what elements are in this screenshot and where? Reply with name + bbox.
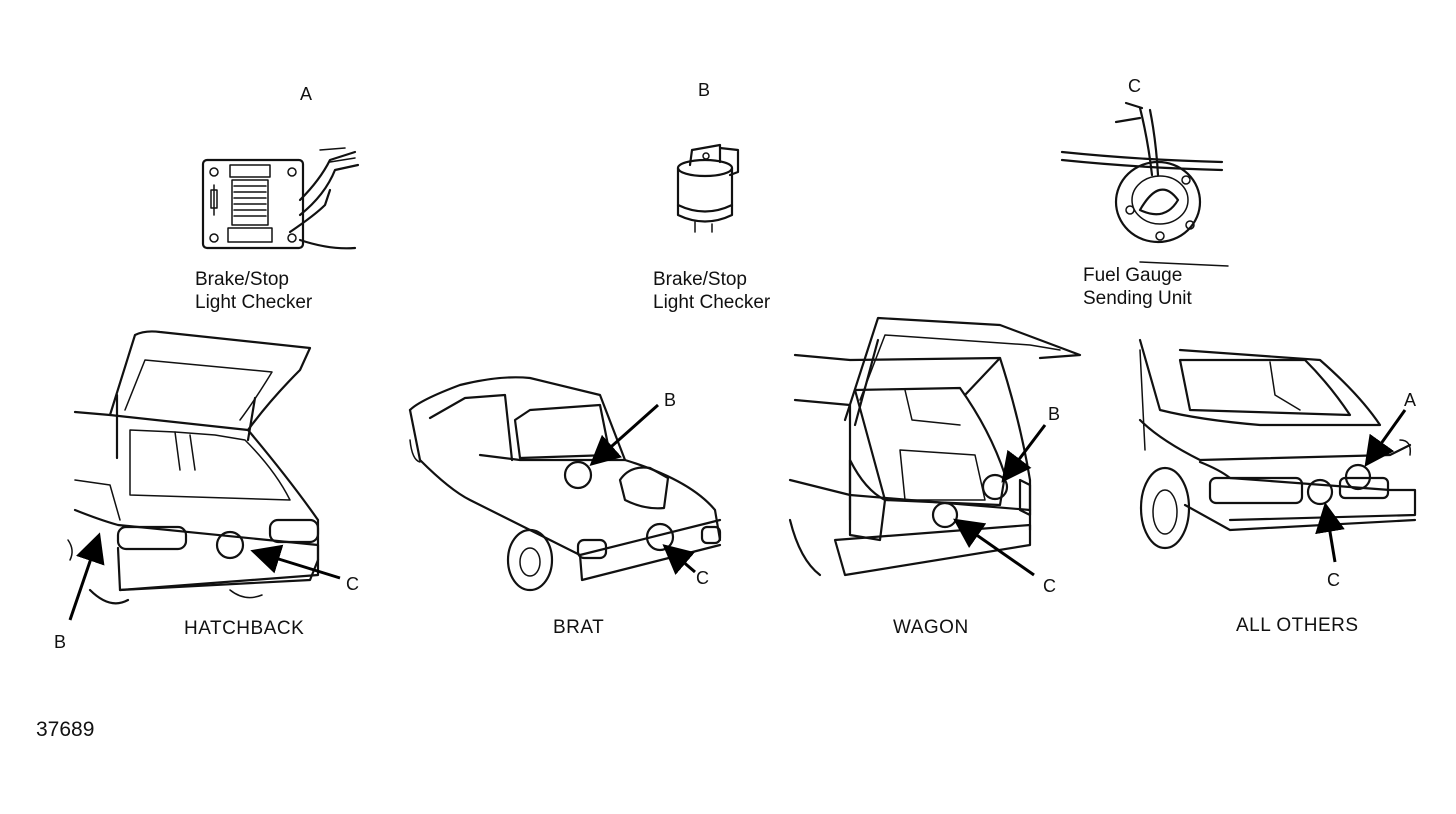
component-c-letter: C <box>1128 76 1141 96</box>
vehicle-hatchback-drawing <box>67 330 341 621</box>
brat-callout-b: B <box>664 390 677 410</box>
component-c-drawing <box>1060 101 1229 267</box>
figure-number: 37689 <box>36 718 95 741</box>
component-a-label: Brake/Stop Light Checker <box>195 268 312 314</box>
component-b-letter: B <box>698 80 711 100</box>
hatchback-callout-c: C <box>346 574 359 594</box>
component-b-drawing <box>676 143 740 233</box>
wagon-callout-b: B <box>1048 404 1061 424</box>
component-b-label-line2: Light Checker <box>653 292 771 313</box>
vehicle-allothers-drawing <box>1138 338 1417 563</box>
component-a-drawing <box>201 147 360 250</box>
component-b-label: Brake/Stop Light Checker <box>653 268 770 314</box>
component-a-label-line1: Brake/Stop <box>195 269 289 290</box>
component-c-label-line2: Sending Unit <box>1083 288 1192 309</box>
allothers-callout-a: A <box>1404 390 1417 410</box>
vehicle-caption-brat: BRAT <box>553 617 605 638</box>
brat-callout-c: C <box>696 568 709 588</box>
vehicle-caption-hatchback: HATCHBACK <box>184 618 305 639</box>
component-c-label: Fuel Gauge Sending Unit <box>1083 264 1192 310</box>
component-a-letter: A <box>300 84 313 104</box>
component-c-label-line1: Fuel Gauge <box>1083 265 1183 286</box>
vehicle-caption-allothers: ALL OTHERS <box>1236 615 1359 636</box>
hatchback-callout-b: B <box>54 632 67 652</box>
component-a-label-line2: Light Checker <box>195 292 313 313</box>
wagon-callout-c: C <box>1043 576 1056 596</box>
component-b-label-line1: Brake/Stop <box>653 269 747 290</box>
vehicle-caption-wagon: WAGON <box>893 617 969 638</box>
vehicle-wagon-drawing <box>788 316 1082 577</box>
vehicle-brat-drawing <box>408 376 722 592</box>
allothers-callout-c: C <box>1327 570 1340 590</box>
